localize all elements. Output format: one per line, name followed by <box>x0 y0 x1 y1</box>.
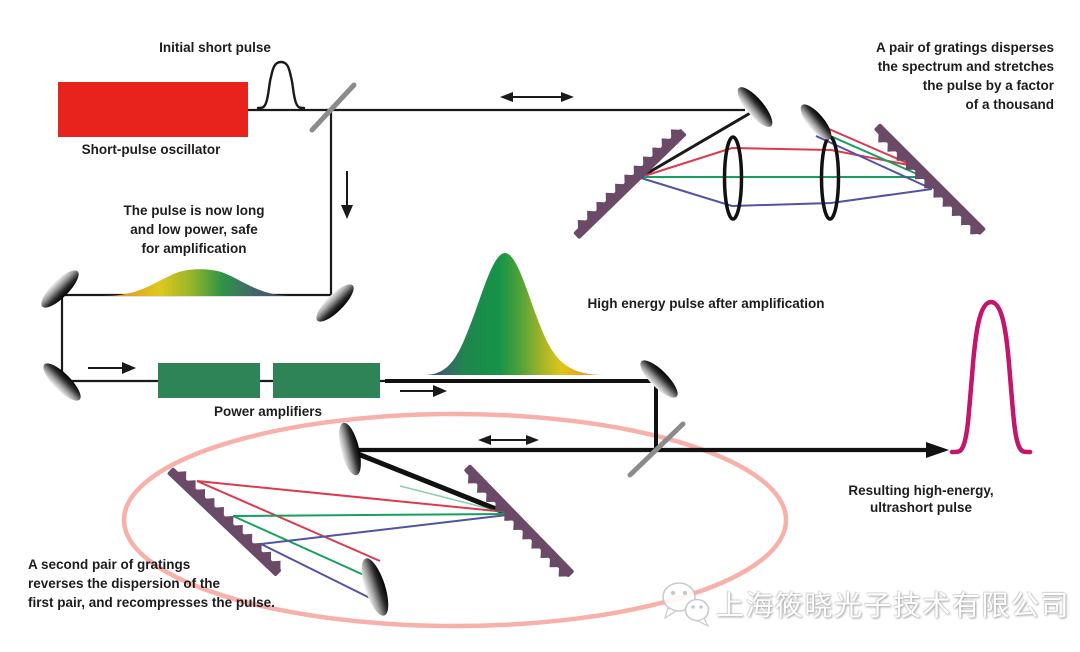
stretcher-ray-blue <box>640 177 933 208</box>
high-energy-beams <box>352 379 927 516</box>
short-pulse-oscillator-box <box>58 82 248 137</box>
compressor-ray-blue-down <box>260 543 371 599</box>
compressor-ray-green-down <box>232 515 376 581</box>
stretcher-caption-line3: the pulse by a factor <box>922 78 1054 93</box>
grating-teeth <box>176 471 281 571</box>
compressor-caption-line3: first pair, and recompresses the pulse. <box>28 595 275 610</box>
resulting-pulse-curve <box>949 299 1033 455</box>
mirror-mid-right <box>316 284 354 322</box>
beam-lines <box>60 108 753 384</box>
grating-bar <box>874 123 986 235</box>
compressor-rays <box>196 480 508 599</box>
stretched-pulse-gradient <box>103 269 295 296</box>
compressor-caption-line2: reverses the dispersion of the <box>28 576 221 591</box>
compressor-ray-green <box>232 513 507 517</box>
mirror-compressor-bottom <box>361 558 389 616</box>
watermark-company-text: 上海筱晓光子技术有限公司 <box>716 590 1071 621</box>
oscillator-label-text: Short-pulse oscillator <box>81 142 221 157</box>
compressor-ray-red <box>196 480 507 513</box>
stretched-pulse-caption: The pulse is now long and low power, saf… <box>123 201 264 258</box>
power-amplifier-box-2 <box>273 363 380 398</box>
down-arrow <box>341 171 353 219</box>
initial-pulse-curve <box>256 60 306 110</box>
result-caption-line1: Resulting high-energy, <box>848 483 994 498</box>
power-amplifiers-label-text: Power amplifiers <box>213 404 323 419</box>
grating-bar <box>464 464 574 577</box>
grating-teeth <box>467 473 569 577</box>
compressor-caption-line1: A second pair of gratings <box>28 557 191 572</box>
result-caption: Resulting high-energy, ultrashort pulse <box>848 482 993 516</box>
mirror-compressor-top <box>339 422 361 476</box>
mirror-stretcher-top <box>737 87 773 127</box>
compressor-caption: A second pair of gratings reverses the d… <box>28 555 275 612</box>
compressor-grating-right <box>464 464 574 577</box>
power-amplifier-box-1 <box>158 363 260 398</box>
compressor-grating-left <box>167 467 281 576</box>
amplified-pulse-gradient <box>424 253 604 375</box>
mirror-mid-left-lower <box>43 363 81 401</box>
direction-arrows <box>88 92 574 445</box>
watermark: 上海筱晓光子技术有限公司 <box>658 578 1070 630</box>
initial-pulse-label: Initial short pulse <box>159 38 271 57</box>
beam-mirror-to-grating2 <box>352 449 507 516</box>
stretcher-grating-right <box>874 123 986 235</box>
amplified-pulse-label-text: High energy pulse after amplification <box>587 296 825 311</box>
mirrors <box>41 87 832 616</box>
arrow-after-amplifiers <box>400 385 447 397</box>
stretched-caption-line3: for amplification <box>141 241 247 256</box>
initial-pulse-label-text: Initial short pulse <box>159 40 271 55</box>
stretcher-caption: A pair of gratings disperses the spectru… <box>876 38 1054 114</box>
lens-1 <box>722 135 744 221</box>
stretched-caption-line1: The pulse is now long <box>123 203 265 218</box>
mirror-stretcher-small <box>800 104 832 140</box>
double-arrow-stretcher <box>500 92 574 102</box>
stretcher-caption-line2: the spectrum and stretches <box>877 59 1054 74</box>
compressor-ray-red-down <box>196 480 381 562</box>
arrow-into-amplifiers <box>88 362 136 374</box>
stretcher-grating-left <box>573 129 686 239</box>
output-arrowhead <box>926 442 949 458</box>
beam-splitter-1 <box>309 82 357 133</box>
mirror-mid-left-upper <box>41 270 79 308</box>
double-arrow-compressor <box>478 435 539 445</box>
stretcher-caption-line4: of a thousand <box>965 97 1055 112</box>
beam-splitter-2 <box>627 421 686 478</box>
grating-bar <box>573 129 686 239</box>
power-amplifiers-label: Power amplifiers <box>214 402 322 421</box>
compressor-ray-green-faint <box>399 485 507 514</box>
compressor-ray-blue <box>260 514 508 545</box>
result-caption-line2: ultrashort pulse <box>869 500 973 515</box>
amplified-pulse-label: High energy pulse after amplification <box>587 294 824 313</box>
oscillator-label: Short-pulse oscillator <box>82 140 221 159</box>
mirror-post-amplifier <box>640 360 678 398</box>
stretcher-ray-red <box>640 146 915 178</box>
beam-stretcher-mirror-to-grating <box>640 110 753 179</box>
compressor-highlight-ellipse <box>121 411 789 629</box>
grating-teeth <box>878 132 980 235</box>
wechat-icon <box>662 582 710 628</box>
grating-bar <box>167 467 281 576</box>
stretcher-caption-line1: A pair of gratings disperses <box>875 40 1054 55</box>
stretched-caption-line2: and low power, safe <box>130 222 258 237</box>
grating-teeth <box>577 129 681 230</box>
